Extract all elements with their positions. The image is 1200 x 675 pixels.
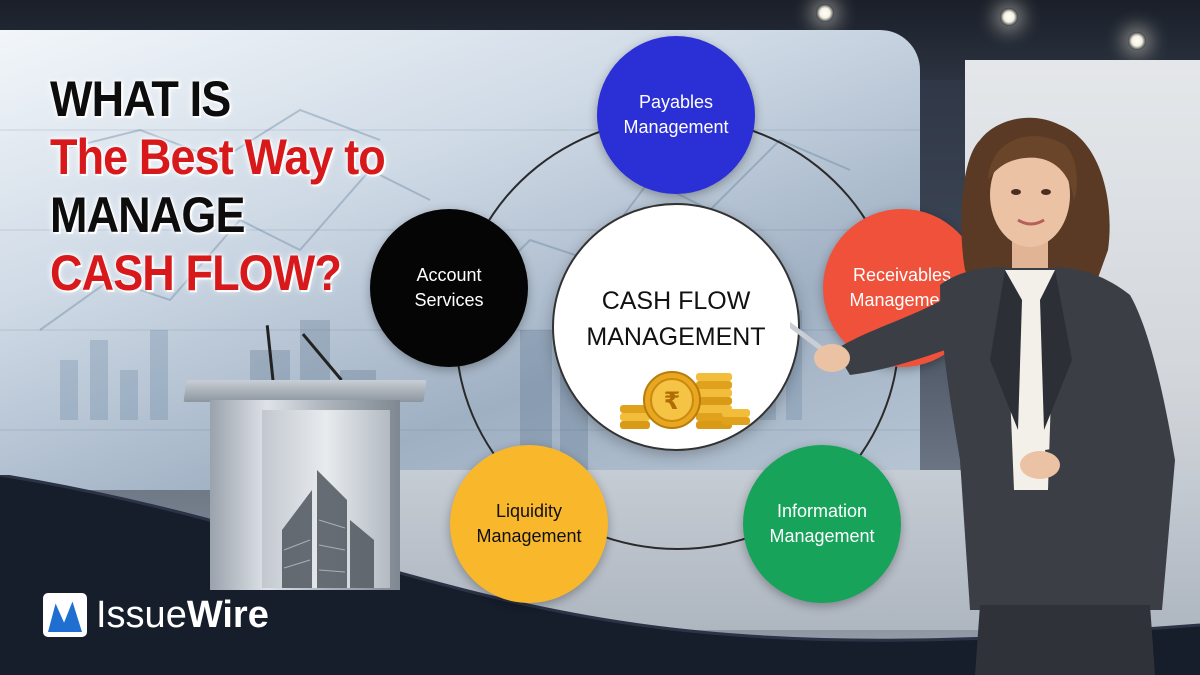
headline-line-1: WHAT IS [50,71,231,127]
rupee-coins-icon: ₹ [620,371,750,429]
podium-top [183,380,427,402]
node-label-line-1: Account [416,265,482,285]
ceiling-spotlight [1000,8,1018,26]
center-label-line-1: CASH FLOW [601,287,751,315]
center-label-line-2: MANAGEMENT [586,323,766,351]
headline-line-3: MANAGE [50,187,245,243]
node-label-line-1: Information [776,501,868,521]
logo-text-part-1: Issue [96,593,187,636]
building-graphic-icon [282,470,374,588]
podium-front-panel [262,410,390,588]
ceiling-spotlight [816,4,834,22]
issuewire-wordmark: IssueWire [96,594,269,637]
node-label-line-2: Management [476,526,582,546]
node-label-line-1: Liquidity [495,501,563,521]
issuewire-logo-icon [43,593,87,637]
svg-text:₹: ₹ [664,387,681,415]
pointer-stick [790,321,833,358]
issuewire-logo: IssueWire [42,590,269,640]
headline-line-4: CASH FLOW? [50,245,342,301]
logo-text-part-2: Wire [186,593,269,636]
node-label-line-1: Payables [638,92,714,112]
ceiling-spotlight [1128,32,1146,50]
headline-line-2: The Best Way to [50,129,386,185]
presenter-woman-illustration [790,117,1175,675]
node-label-line-2: Management [623,117,729,137]
node-label-line-2: Management [849,290,955,310]
center-label: CASH FLOW MANAGEMENT [554,283,798,355]
node-label-line-2: Services [414,290,484,310]
headline: WHAT IS The Best Way to MANAGE CASH FLOW… [50,70,470,302]
node-label-line-2: Management [769,526,875,546]
node-label-line-1: Receivables [852,265,952,285]
